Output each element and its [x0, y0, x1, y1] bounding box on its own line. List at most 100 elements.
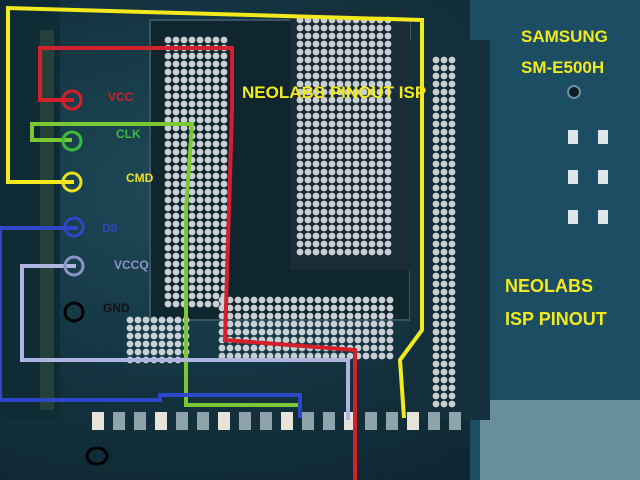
solder-ball — [330, 304, 338, 312]
solder-ball — [234, 344, 242, 352]
solder-ball — [370, 296, 378, 304]
solder-ball — [376, 176, 384, 184]
solder-ball — [298, 304, 306, 312]
solder-ball — [296, 128, 304, 136]
smd-pad — [239, 412, 251, 430]
solder-ball — [204, 92, 212, 100]
solder-ball — [360, 192, 368, 200]
solder-ball — [432, 64, 440, 72]
solder-ball — [164, 148, 172, 156]
solder-ball — [432, 240, 440, 248]
solder-ball — [328, 224, 336, 232]
solder-ball — [314, 312, 322, 320]
solder-ball — [172, 36, 180, 44]
solder-ball — [322, 320, 330, 328]
solder-ball — [330, 328, 338, 336]
solder-ball — [360, 40, 368, 48]
solder-ball — [180, 172, 188, 180]
solder-ball — [320, 112, 328, 120]
solder-ball — [352, 64, 360, 72]
solder-ball — [188, 36, 196, 44]
model-label: SM-E500H — [521, 58, 605, 77]
solder-ball — [448, 392, 456, 400]
solder-ball — [378, 328, 386, 336]
solder-ball — [376, 48, 384, 56]
solder-ball — [384, 224, 392, 232]
solder-ball — [352, 136, 360, 144]
solder-ball — [328, 104, 336, 112]
solder-ball — [172, 76, 180, 84]
d0-label: D0 — [102, 221, 118, 235]
solder-ball — [344, 56, 352, 64]
solder-ball — [376, 248, 384, 256]
solder-ball — [212, 236, 220, 244]
solder-ball — [204, 180, 212, 188]
solder-ball — [220, 92, 228, 100]
smd-pad — [449, 412, 461, 430]
solder-ball — [440, 248, 448, 256]
solder-ball — [290, 304, 298, 312]
solder-ball — [338, 336, 346, 344]
solder-ball — [220, 156, 228, 164]
solder-ball — [432, 128, 440, 136]
solder-ball — [188, 196, 196, 204]
solder-ball — [432, 360, 440, 368]
solder-ball — [440, 232, 448, 240]
solder-ball — [220, 236, 228, 244]
solder-ball — [296, 88, 304, 96]
solder-ball — [312, 168, 320, 176]
solder-ball — [352, 104, 360, 112]
smd-pad — [568, 170, 578, 184]
solder-ball — [180, 60, 188, 68]
solder-ball — [172, 100, 180, 108]
solder-ball — [432, 168, 440, 176]
solder-ball — [204, 236, 212, 244]
solder-ball — [376, 184, 384, 192]
solder-ball — [150, 316, 158, 324]
solder-ball — [172, 268, 180, 276]
solder-ball — [320, 32, 328, 40]
solder-ball — [282, 320, 290, 328]
solder-ball — [440, 256, 448, 264]
solder-ball — [312, 32, 320, 40]
solder-ball — [212, 276, 220, 284]
cmd-wire — [6, 5, 424, 419]
solder-ball — [378, 344, 386, 352]
solder-ball — [188, 284, 196, 292]
solder-ball — [212, 68, 220, 76]
solder-ball — [448, 80, 456, 88]
solder-ball — [448, 360, 456, 368]
solder-ball — [164, 180, 172, 188]
solder-ball — [226, 304, 234, 312]
solder-ball — [432, 232, 440, 240]
solder-ball — [360, 168, 368, 176]
solder-ball — [440, 176, 448, 184]
solder-ball — [354, 328, 362, 336]
smd-pad — [407, 412, 419, 430]
solder-ball — [336, 192, 344, 200]
solder-ball — [320, 64, 328, 72]
solder-ball — [250, 312, 258, 320]
solder-ball — [296, 176, 304, 184]
solder-ball — [212, 260, 220, 268]
solder-ball — [158, 332, 166, 340]
solder-ball — [344, 120, 352, 128]
solder-ball — [344, 104, 352, 112]
solder-ball — [440, 208, 448, 216]
solder-ball — [172, 212, 180, 220]
solder-ball — [336, 64, 344, 72]
solder-ball — [312, 104, 320, 112]
solder-ball — [274, 336, 282, 344]
solder-ball — [432, 320, 440, 328]
solder-ball — [212, 188, 220, 196]
solder-ball — [304, 240, 312, 248]
solder-ball — [188, 244, 196, 252]
solder-ball — [312, 48, 320, 56]
solder-ball — [258, 296, 266, 304]
solder-ball — [448, 120, 456, 128]
solder-ball — [320, 128, 328, 136]
solder-ball — [164, 220, 172, 228]
solder-ball — [312, 56, 320, 64]
solder-ball — [344, 208, 352, 216]
solder-ball — [304, 72, 312, 80]
